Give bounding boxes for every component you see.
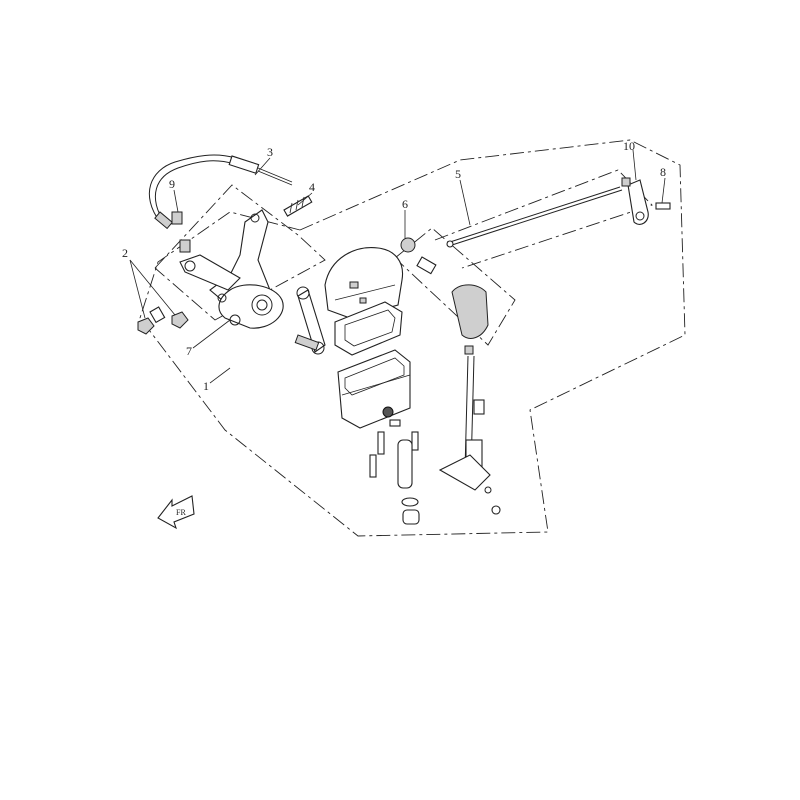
shift-knob bbox=[400, 237, 489, 339]
callout-3: 3 bbox=[267, 145, 273, 159]
callout-5: 5 bbox=[455, 167, 461, 181]
callout-4: 4 bbox=[309, 180, 315, 194]
shifter-housing-frame bbox=[334, 301, 403, 356]
bolt-part-8 bbox=[655, 202, 671, 210]
callout-10: 10 bbox=[623, 139, 635, 153]
leader-lines bbox=[129, 149, 666, 384]
shift-cable bbox=[148, 154, 293, 230]
callout-8: 8 bbox=[660, 165, 666, 179]
shifter-upper-cover bbox=[324, 247, 404, 319]
assembly-outline-lever bbox=[154, 184, 326, 321]
housing-screws bbox=[369, 419, 419, 478]
callout-2: 2 bbox=[122, 246, 128, 260]
assembly-outline-knob bbox=[394, 227, 516, 346]
link-arm bbox=[294, 286, 326, 355]
shifter-lower-housing bbox=[337, 349, 411, 429]
front-arrow-label: FR bbox=[176, 508, 186, 517]
callout-9: 9 bbox=[169, 177, 175, 191]
bolt-part-4 bbox=[283, 195, 313, 217]
callout-6: 6 bbox=[402, 197, 408, 211]
rod-end-lever bbox=[621, 177, 649, 225]
link-rod bbox=[446, 186, 623, 248]
front-direction-arrow: FR bbox=[157, 495, 195, 530]
bolt-part-9 bbox=[171, 211, 191, 253]
spacer-tube bbox=[397, 439, 420, 525]
shift-lever-bracket bbox=[179, 209, 284, 329]
callout-7: 7 bbox=[186, 344, 192, 358]
shift-rod-assembly bbox=[438, 345, 501, 515]
callout-1: 1 bbox=[203, 379, 209, 393]
bolts-part-2 bbox=[137, 306, 189, 335]
assembly-outline-main bbox=[139, 139, 686, 537]
assembly-outline-link-rod bbox=[434, 169, 653, 269]
